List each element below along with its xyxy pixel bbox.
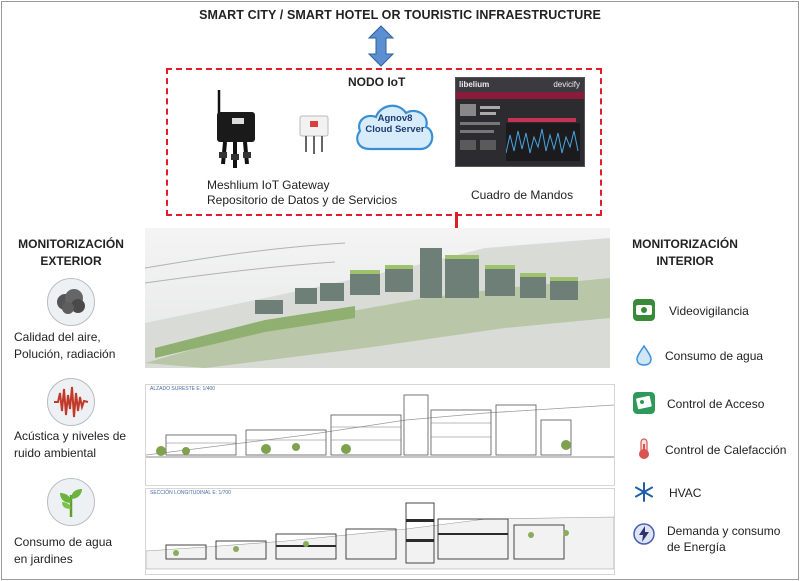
gardens-label-line2: en jardines — [14, 552, 73, 566]
interior-item-access: Control de Acceso — [667, 397, 765, 411]
dashboard-chart — [506, 123, 580, 161]
gateway-label: Meshlium IoT Gateway Repositorio de Dato… — [207, 178, 397, 208]
interior-item-energy: Demanda y consumo de Energía — [667, 523, 780, 555]
elevation-caption-text: ALZADO SURESTE — [150, 386, 196, 392]
energy-label-line2: de Energía — [667, 540, 726, 554]
cloud-server-label: Agnov8 Cloud Server — [352, 113, 438, 135]
exterior-item-water-gardens: Consumo de agua en jardines — [14, 534, 112, 568]
section-caption-text: SECCIÓN LONGITUDINAL — [150, 490, 211, 496]
page-title: SMART CITY / SMART HOTEL OR TOURISTIC IN… — [199, 8, 601, 22]
elevation-caption: ALZADO SURESTE E: 1/400 — [150, 386, 215, 392]
interior-item-heating: Control de Calefacción — [665, 443, 787, 457]
energy-label-line1: Demanda y consumo — [667, 524, 781, 538]
exterior-title-line2: EXTERIOR — [40, 254, 102, 268]
sound-wave-icon — [47, 378, 95, 426]
sensor-node-icon — [299, 115, 329, 154]
air-label-line1: Calidad del aire, — [14, 330, 101, 344]
energy-bolt-icon — [633, 523, 655, 545]
cloud-pollution-icon — [47, 278, 95, 326]
exterior-item-air: Calidad del aire, Polución, radiación — [14, 329, 115, 363]
acoustic-label-line2: ruido ambiental — [14, 446, 97, 460]
dashboard-topbar — [456, 78, 584, 92]
exterior-title-line1: MONITORIZACIÓN — [18, 237, 124, 251]
iot-node-box — [166, 68, 602, 216]
interior-item-video: Videovigilancia — [669, 304, 749, 318]
thermometer-icon — [639, 438, 649, 459]
interior-item-hvac: HVAC — [669, 486, 702, 500]
section-caption: SECCIÓN LONGITUDINAL E: 1/700 — [150, 490, 231, 496]
gateway-label-line1: Meshlium IoT Gateway — [207, 178, 330, 192]
dashboard-sidebar-widgets — [460, 104, 500, 150]
exterior-item-acoustic: Acústica y niveles de ruido ambiental — [14, 428, 126, 462]
interior-title: MONITORIZACIÓN INTERIOR — [620, 236, 750, 270]
iot-node-title: NODO IoT — [348, 75, 406, 89]
access-card-icon — [633, 392, 655, 414]
camera-icon — [633, 299, 655, 321]
air-label-line2: Polución, radiación — [14, 347, 116, 361]
acoustic-label-line1: Acústica y niveles de — [14, 429, 127, 443]
snowflake-icon — [635, 482, 653, 502]
building-elevation-drawing: ALZADO SURESTE E: 1/400 — [145, 384, 615, 486]
dashboard-brand-right: devicify — [553, 80, 580, 89]
dashboard-screenshot: libelium devicify — [455, 77, 585, 167]
interior-title-line1: MONITORIZACIÓN — [632, 237, 738, 251]
cloud-server-icon — [356, 104, 434, 151]
dashboard-label: Cuadro de Mandos — [471, 188, 574, 202]
dashboard-menu-bar — [456, 92, 584, 99]
meshlium-gateway-icon — [217, 90, 255, 168]
interior-item-water: Consumo de agua — [665, 349, 764, 363]
dashboard-brand-left: libelium — [459, 80, 490, 89]
cloud-label-line1: Agnov8 — [377, 113, 413, 124]
plant-sprout-icon — [47, 478, 95, 526]
bidirectional-arrow-icon — [367, 25, 395, 67]
elevation-scale-text: E: 1/400 — [196, 386, 216, 392]
section-scale-text: E: 1/700 — [212, 490, 231, 496]
dashboard-header-strip — [508, 118, 576, 122]
exterior-title: MONITORIZACIÓN EXTERIOR — [6, 236, 136, 270]
building-section-drawing: SECCIÓN LONGITUDINAL E: 1/700 — [145, 488, 615, 575]
cloud-label-line2: Cloud Server — [365, 124, 425, 135]
building-aerial-render — [145, 228, 610, 368]
gateway-label-line2: Repositorio de Datos y de Servicios — [207, 193, 398, 207]
interior-title-line2: INTERIOR — [656, 254, 714, 268]
water-drop-icon — [636, 344, 652, 366]
gardens-label-line1: Consumo de agua — [14, 535, 113, 549]
